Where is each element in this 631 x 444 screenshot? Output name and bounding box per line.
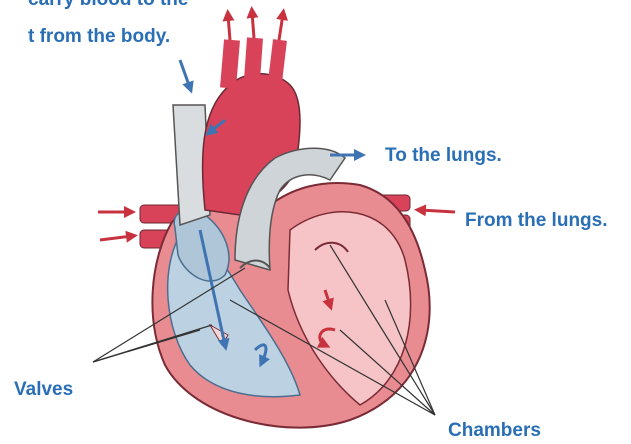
to-lungs-label: To the lungs. <box>385 146 502 167</box>
chambers-label: Chambers <box>448 421 541 442</box>
veins-label-line-1: carry blood to the <box>28 0 188 11</box>
veins-label-line-2: t from the body. <box>28 27 170 48</box>
from-lungs-label: From the lungs. <box>465 211 608 232</box>
valves-label: Valves <box>14 380 73 401</box>
